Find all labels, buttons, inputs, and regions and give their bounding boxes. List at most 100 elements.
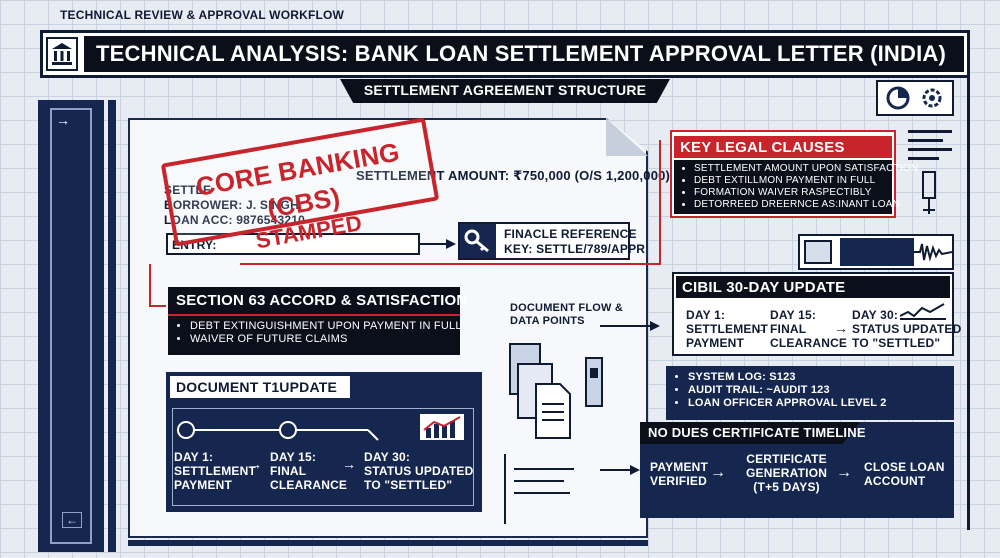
no-dues-step-2-l1: CERTIFICATE bbox=[746, 452, 827, 466]
borrower-line: BORROWER: J. SINGH bbox=[164, 198, 299, 212]
waveform-icon bbox=[914, 240, 953, 264]
document-update-timeline bbox=[177, 421, 379, 441]
left-rail bbox=[38, 100, 104, 552]
system-log-item: AUDIT TRAIL: ~AUDIT 123 bbox=[688, 384, 887, 397]
page-title: TECHNICAL ANALYSIS: BANK LOAN SETTLEMENT… bbox=[96, 41, 947, 66]
doc-step-1-l2: SETTLEMENT bbox=[174, 464, 256, 478]
section-63-item: DEBT EXTINGUISHMENT UPON PAYMENT IN FULL bbox=[190, 320, 462, 333]
cibil-step-arrow-2: → bbox=[834, 320, 848, 336]
no-dues-arrow-1: → bbox=[710, 464, 726, 481]
legal-clause-item: FORMATION WAIVER RASPECTIBLY bbox=[694, 187, 918, 199]
document-update-title: DOCUMENT T1UPDATE bbox=[176, 379, 338, 395]
doc-lines-icon bbox=[908, 124, 952, 164]
entry-field[interactable] bbox=[166, 233, 420, 255]
trend-chart-icon bbox=[420, 414, 464, 440]
no-dues-step-2-l3: (T+5 DAYS) bbox=[753, 480, 820, 494]
legal-clauses-body bbox=[674, 160, 892, 214]
doc-step-2-l1: DAY 15: bbox=[270, 450, 317, 464]
doc-step-2-l3: CLEARANCE bbox=[270, 478, 348, 492]
doc-step-1-l3: PAYMENT bbox=[174, 478, 233, 492]
right-frame bbox=[960, 30, 970, 530]
gear-icon bbox=[918, 84, 946, 112]
cibil-step-arrow-1: → bbox=[754, 320, 768, 336]
finacle-line-1: FINACLE REFERENCE bbox=[504, 227, 637, 241]
cibil-step-2: DAY 15: FINAL CLEARANCE bbox=[770, 308, 847, 350]
doc-step-3: DAY 30: STATUS UPDATED TO "SETTLED" bbox=[364, 450, 473, 492]
left-rail-stripe bbox=[108, 100, 116, 552]
window-icon bbox=[804, 240, 832, 264]
left-rail-inner bbox=[50, 108, 92, 544]
cibil-title: CIBIL 30-DAY UPDATE bbox=[682, 279, 846, 296]
system-log-item: LOAN OFFICER APPROVAL LEVEL 2 bbox=[688, 397, 887, 410]
cibil-step-3-l3: TO "SETTLED" bbox=[852, 336, 941, 350]
doc-flow-label-1: DOCUMENT FLOW & bbox=[510, 302, 623, 314]
subtitle: SETTLEMENT AGREEMENT STRUCTURE bbox=[363, 82, 647, 98]
legal-clauses-title-bar bbox=[674, 136, 892, 158]
legal-clauses-list: SETTLEMENT AMOUNT UPON SATISFACTION DEBT… bbox=[680, 163, 918, 211]
no-dues-title: NO DUES CERTIFICATE TIMELINE bbox=[648, 425, 866, 440]
section-63-panel bbox=[168, 287, 460, 355]
no-dues-step-1-l2: VERIFIED bbox=[650, 474, 707, 488]
cibil-step-1-l1: DAY 1: bbox=[686, 308, 726, 322]
no-dues-step-2-l2: GENERATION bbox=[746, 466, 828, 480]
bank-icon bbox=[46, 37, 78, 71]
legal-clauses-title: KEY LEGAL CLAUSES bbox=[680, 139, 845, 156]
pie-chart-icon bbox=[884, 84, 912, 112]
section-63-title: SECTION 63 ACCORD & SATISFACTION bbox=[176, 292, 468, 309]
waveform-fill bbox=[840, 238, 914, 266]
no-dues-title-bar bbox=[640, 422, 860, 444]
document-update-header bbox=[170, 376, 350, 398]
no-dues-step-2: CERTIFICATE GENERATION (T+5 DAYS) bbox=[746, 452, 827, 494]
section-63-item: WAIVER OF FUTURE CLAIMS bbox=[190, 333, 462, 346]
doc-step-3-l1: DAY 30: bbox=[364, 450, 411, 464]
subtitle-banner bbox=[340, 79, 670, 103]
letter-settle-line: SETTLE bbox=[164, 183, 212, 197]
doc-step-1-l1: DAY 1: bbox=[174, 450, 214, 464]
rail-arrow-icon: → bbox=[56, 112, 70, 128]
key-icon bbox=[460, 224, 496, 258]
doc-step-2-l2: FINAL bbox=[270, 464, 307, 478]
no-dues-step-3-l2: ACCOUNT bbox=[864, 474, 926, 488]
cibil-step-3: DAY 30: STATUS UPDATED TO "SETTLED" bbox=[852, 308, 961, 350]
legal-clause-item: DEBT EXTILLMON PAYMENT IN FULL bbox=[694, 175, 918, 187]
doc-flow-label: DOCUMENT FLOW & DATA POINTS bbox=[510, 302, 623, 328]
flow-list-lines bbox=[504, 454, 600, 524]
cibil-trend-icon bbox=[899, 302, 946, 320]
cibil-title-bar bbox=[676, 276, 950, 298]
system-log-item: SYSTEM LOG: S123 bbox=[688, 371, 887, 384]
rail-back-arrow-icon: ← bbox=[62, 512, 82, 528]
no-dues-step-3-l1: CLOSE LOAN bbox=[864, 460, 945, 474]
title-bar bbox=[84, 36, 964, 72]
doc-step-3-l3: TO "SETTLED" bbox=[364, 478, 453, 492]
entry-label: ENTRY: bbox=[172, 238, 217, 252]
doc-step-arrow-1: → bbox=[248, 456, 262, 472]
doc-step-3-l2: STATUS UPDATED bbox=[364, 464, 474, 478]
cibil-step-3-l2: STATUS UPDATED bbox=[852, 322, 962, 336]
legal-clause-item: DETORREED DREERNCE AS:INANT LOAN bbox=[694, 199, 918, 211]
doc-flow-label-2: DATA POINTS bbox=[510, 315, 585, 327]
cibil-step-3-l1: DAY 30: bbox=[852, 308, 899, 322]
loan-account-line: LOAN ACC: 9876543210 bbox=[164, 213, 305, 227]
legal-clause-item: SETTLEMENT AMOUNT UPON SATISFACTION bbox=[694, 163, 918, 175]
cibil-step-1: DAY 1: SETTLEMENT PAYMENT bbox=[686, 308, 768, 350]
cibil-step-1-l3: PAYMENT bbox=[686, 336, 745, 350]
section-63-list: DEBT EXTINGUISHMENT UPON PAYMENT IN FULL… bbox=[176, 320, 462, 346]
system-log-panel bbox=[666, 366, 954, 420]
document-update-inner bbox=[172, 408, 474, 506]
no-dues-arrow-2: → bbox=[836, 464, 852, 481]
cibil-step-2-l2: FINAL bbox=[770, 322, 807, 336]
usb-icon bbox=[914, 170, 944, 216]
document-icon bbox=[506, 338, 606, 442]
workflow-tag: TECHNICAL REVIEW & APPROVAL WORKFLOW bbox=[60, 8, 345, 22]
finacle-line-2: KEY: SETTLE/789/APPR bbox=[504, 242, 646, 256]
no-dues-step-1-l1: PAYMENT bbox=[650, 460, 709, 474]
cibil-step-1-l2: SETTLEMENT bbox=[686, 322, 768, 336]
doc-step-2: DAY 15: FINAL CLEARANCE bbox=[270, 450, 347, 492]
no-dues-step-1: PAYMENT VERIFIED bbox=[650, 460, 708, 488]
cibil-step-2-l3: CLEARANCE bbox=[770, 336, 848, 350]
section-63-divider bbox=[168, 314, 460, 316]
cibil-step-2-l1: DAY 15: bbox=[770, 308, 817, 322]
system-log-list: SYSTEM LOG: S123 AUDIT TRAIL: ~AUDIT 123… bbox=[674, 371, 887, 410]
doc-step-1: DAY 1: SETTLEMENT PAYMENT bbox=[174, 450, 256, 492]
